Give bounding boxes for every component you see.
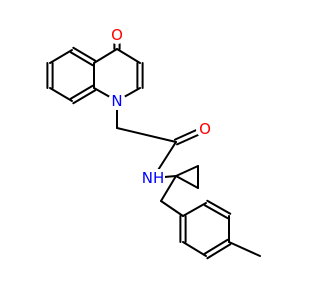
bond-line (182, 241, 207, 257)
bond-line (228, 241, 261, 257)
atom-label-layer: O N O NH (108, 26, 214, 187)
bond-line (93, 48, 118, 64)
bond-line (116, 127, 177, 143)
molecule-drawing: O N O NH (46, 26, 261, 260)
atom-n-ring: N (108, 92, 126, 110)
bond-line (160, 175, 177, 202)
atom-nh-amide: NH (141, 169, 165, 187)
bond-line (175, 175, 199, 189)
bond-line (160, 200, 184, 217)
bond-line (72, 46, 97, 62)
atom-o-carbonyl-ring: O (108, 26, 126, 44)
bond-layer (46, 34, 261, 260)
bond-line (69, 84, 94, 100)
atom-label-o2: O (199, 120, 211, 138)
bond-line (206, 243, 232, 260)
bond-line (206, 199, 232, 215)
bond-line (203, 204, 229, 220)
atom-label-nh: NH (142, 169, 165, 187)
atom-label-o1: O (111, 26, 123, 44)
bond-line (116, 48, 141, 64)
bond-line (69, 51, 94, 67)
bond-line (175, 165, 199, 177)
atom-o-amide: O (196, 120, 214, 138)
structure-canvas: O N O NH (46, 26, 261, 260)
bond-line (49, 87, 73, 102)
bond-line (72, 89, 97, 105)
bond-line (49, 49, 73, 64)
bond-line (182, 202, 207, 217)
atom-label-n1: N (111, 92, 122, 110)
bond-line (203, 238, 229, 255)
